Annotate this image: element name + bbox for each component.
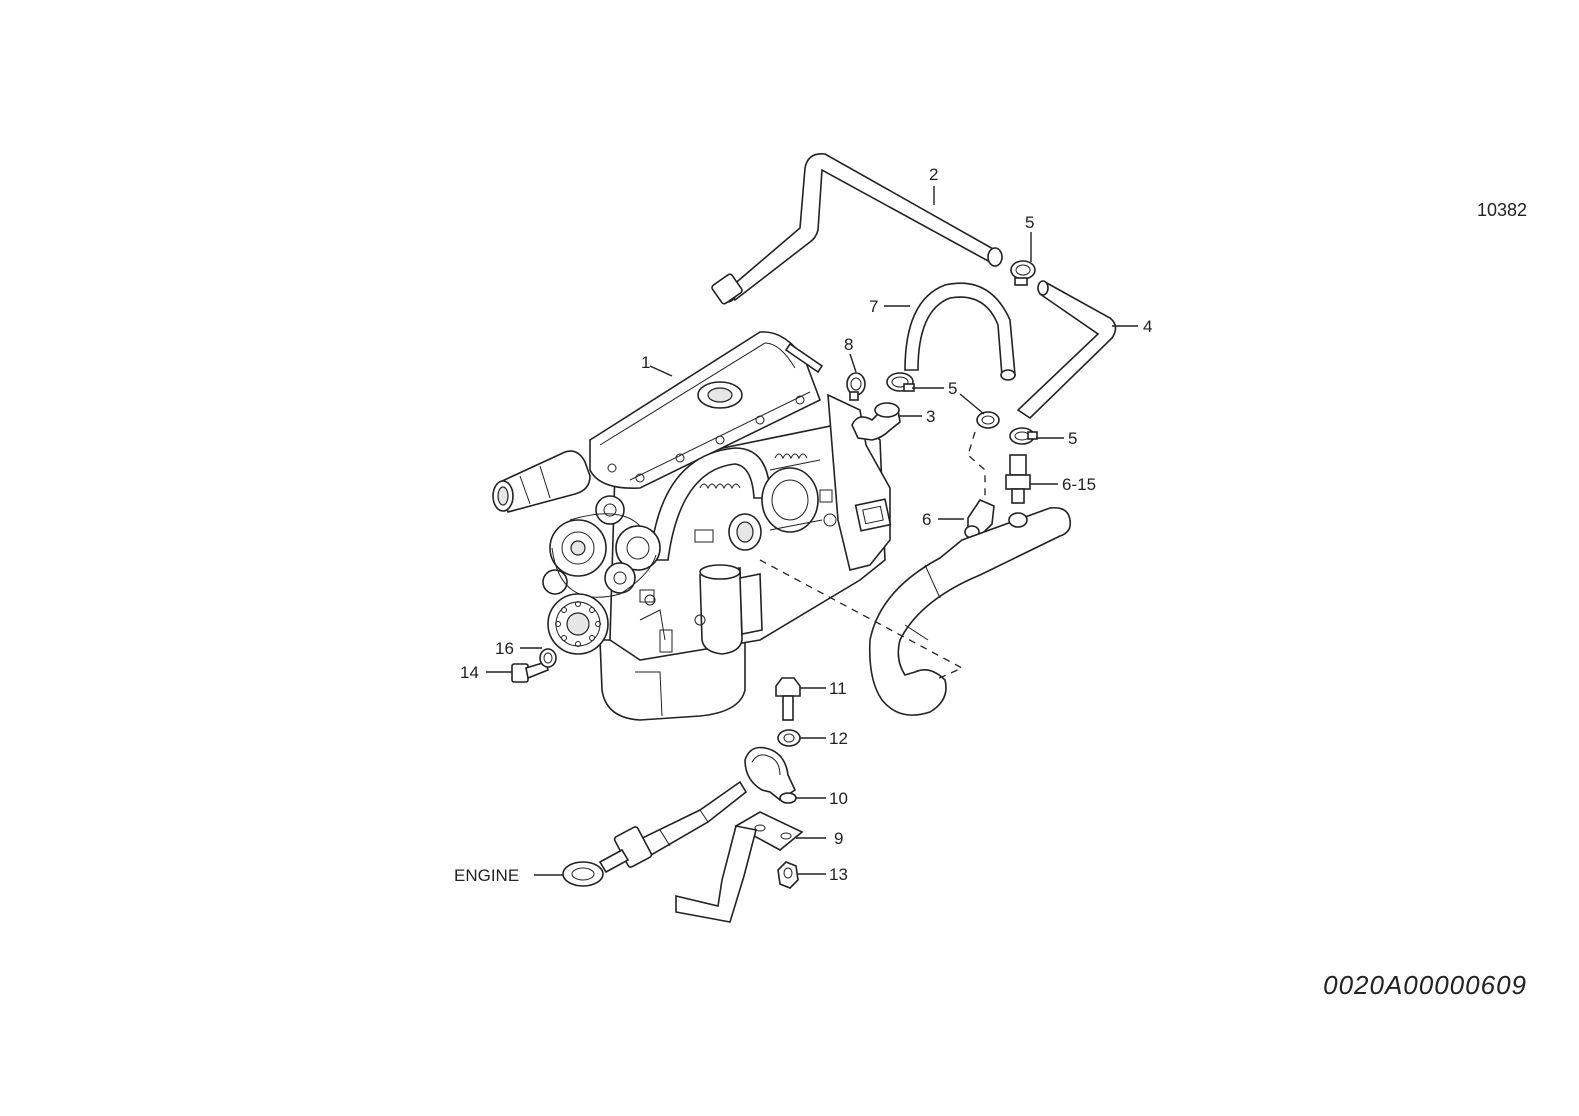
- clamp-10: [744, 746, 797, 804]
- callout-5-right: 5: [1068, 429, 1077, 448]
- callout-12: 12: [829, 729, 848, 748]
- lower-pipe: [759, 506, 1072, 716]
- engine-lifting-eye: [562, 780, 748, 887]
- figure-code: 0020A00000609: [1323, 970, 1527, 1000]
- callout-11: 11: [829, 679, 847, 698]
- callout-5-top: 5: [1025, 213, 1034, 232]
- callout-1: 1: [641, 353, 650, 372]
- drawing-code: 10382: [1476, 200, 1527, 220]
- callout-6: 6: [922, 510, 931, 529]
- callout-7: 7: [869, 297, 878, 316]
- callout-2: 2: [929, 165, 938, 184]
- fittings: [964, 431, 1031, 539]
- callout-3: 3: [926, 407, 935, 426]
- hose-4: [1016, 280, 1117, 420]
- callout-8: 8: [844, 335, 853, 354]
- callout-4: 4: [1143, 317, 1152, 336]
- callout-engine: ENGINE: [454, 866, 519, 885]
- callout-14: 14: [460, 663, 479, 682]
- callout-13: 13: [829, 865, 848, 884]
- callout-6-15: 6-15: [1062, 475, 1096, 494]
- callout-9: 9: [834, 829, 843, 848]
- bracket-9: [675, 811, 804, 923]
- leader-lines: [486, 186, 1138, 876]
- callout-5-middle: 5: [948, 379, 957, 398]
- pipe-2: [711, 152, 1003, 305]
- engine-assembly: [492, 331, 892, 721]
- crank-bolt: [511, 648, 557, 683]
- elbow-3: [851, 402, 901, 441]
- bolt-11: [775, 677, 801, 747]
- callout-10: 10: [829, 789, 848, 808]
- hose-clamps: [846, 260, 1038, 445]
- callout-16: 16: [495, 639, 514, 658]
- callout-labels: 1 2 3 4 5 5 5 6 6-15 7 8 9 10 11 12 13 1…: [454, 165, 1152, 885]
- hose-7: [904, 282, 1016, 381]
